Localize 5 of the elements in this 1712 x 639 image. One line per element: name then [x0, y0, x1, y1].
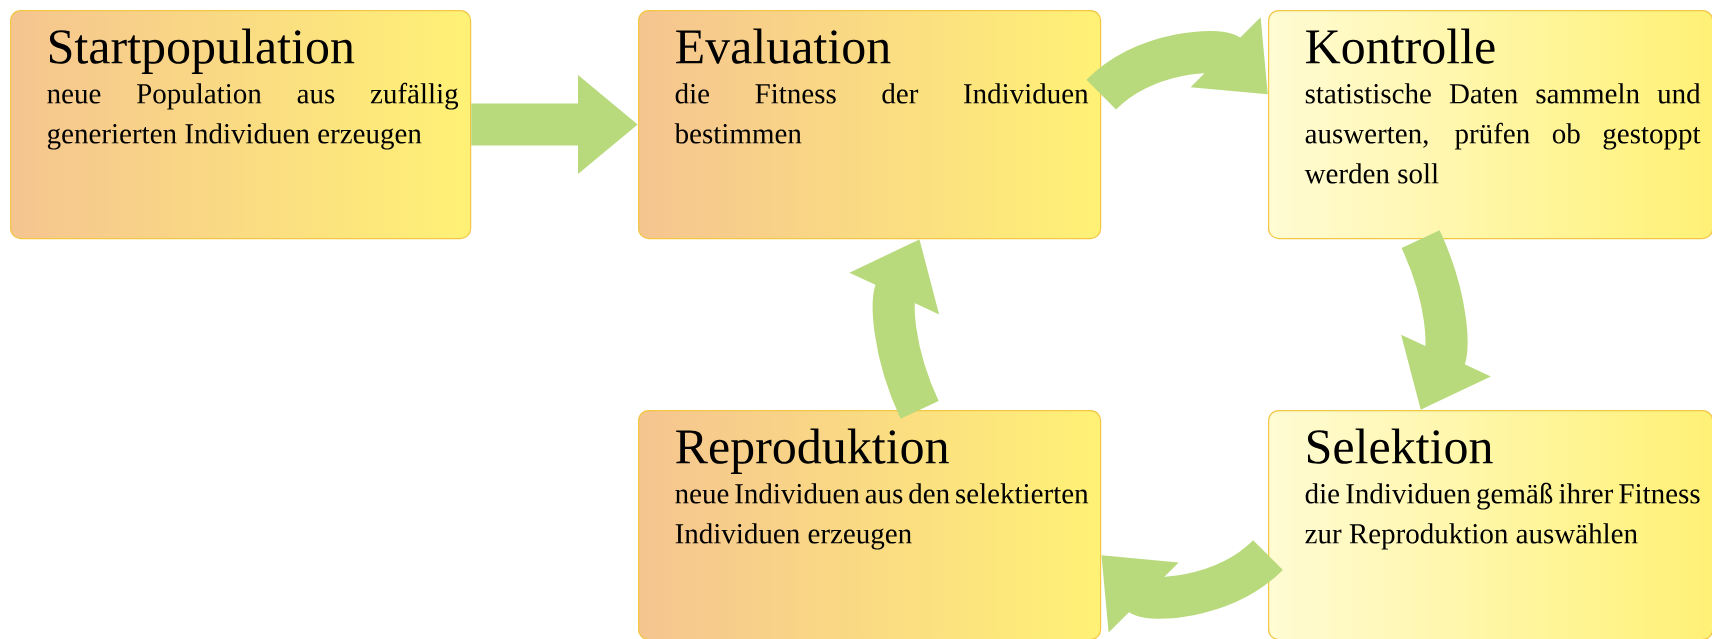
process-box: Startpopulation neue Population aus zufällig generierten Individuen erzeugen: [10, 10, 472, 240]
process-box: Reproduktion neue Individuen aus den selektierten Individuen erzeugen: [638, 409, 1102, 639]
process-box: Selektion die Individuen gemäß ihrer Fitness zur Reproduktion auswählen: [1268, 409, 1712, 639]
process-box: Evaluation die Fitness der Individuen bestimmen: [638, 10, 1102, 240]
process-box: Kontrolle statistische Daten sammeln und auswerten, prüfen ob gestoppt werden soll: [1268, 10, 1712, 240]
